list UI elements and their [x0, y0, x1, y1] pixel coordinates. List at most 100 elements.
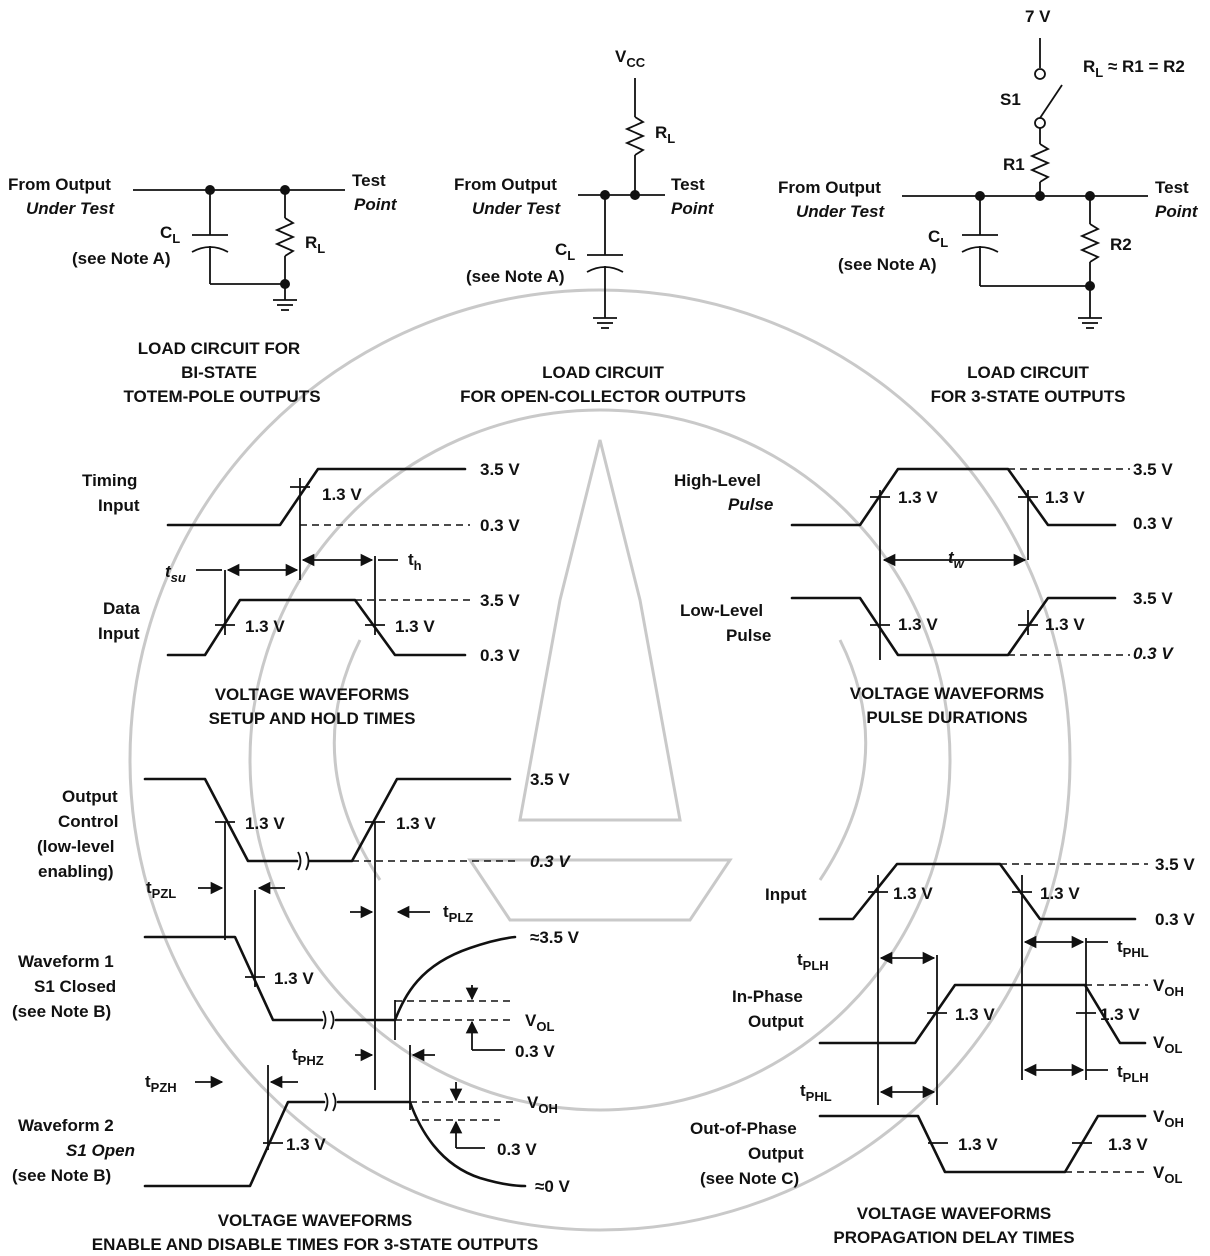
- load-circuit-totem-pole: From Output Under Test Test Point CL (se…: [8, 171, 398, 406]
- voh-label: VOH: [1153, 976, 1184, 999]
- pulse-duration-waveforms: High-Level Pulse Low-Level Pulse 3.5 V 0…: [674, 460, 1174, 727]
- v0-approx-label: ≈0 V: [535, 1177, 571, 1196]
- rl-label: RL: [305, 233, 325, 256]
- v13-label: 1.3 V: [898, 488, 938, 507]
- propagation-delay-waveforms: Input In-Phase Output Out-of-Phase Outpu…: [690, 855, 1195, 1247]
- v03-label: 0.3 V: [530, 852, 571, 871]
- v03-label: 0.3 V: [515, 1042, 555, 1061]
- data-input-label-2: Input: [98, 624, 140, 643]
- low-level-label: Low-Level: [680, 601, 763, 620]
- watermark-seal: [128, 288, 1072, 1232]
- title-line-1: VOLTAGE WAVEFORMS: [215, 685, 410, 704]
- low-pulse-label: Pulse: [726, 626, 771, 645]
- out-of-phase-label-3: (see Note C): [700, 1169, 799, 1188]
- title-line-1: VOLTAGE WAVEFORMS: [850, 684, 1045, 703]
- timing-input-label-1: Timing: [82, 471, 137, 490]
- v13-label: 1.3 V: [245, 814, 285, 833]
- see-note-a: (see Note A): [466, 267, 565, 286]
- title-line-1: LOAD CIRCUIT: [967, 363, 1089, 382]
- point-label: Point: [354, 195, 398, 214]
- v03-label: 0.3 V: [480, 516, 520, 535]
- v35-label: 3.5 V: [1133, 460, 1173, 479]
- timing-input-label-2: Input: [98, 496, 140, 515]
- waveform1-label-2: S1 Closed: [34, 977, 116, 996]
- tsu-label: tsu: [165, 562, 186, 585]
- tphz-label: tPHZ: [292, 1045, 324, 1068]
- vol-label: VOL: [1153, 1163, 1182, 1186]
- v03-label: 0.3 V: [1133, 514, 1173, 533]
- v35-label: 3.5 V: [530, 770, 570, 789]
- point-label: Point: [671, 199, 715, 218]
- under-test-label: Under Test: [796, 202, 886, 221]
- tw-label: tw: [948, 548, 965, 571]
- tplh-label: tPLH: [797, 950, 829, 973]
- title-line-2: PULSE DURATIONS: [866, 708, 1027, 727]
- input-label: Input: [765, 885, 807, 904]
- in-phase-label-1: In-Phase: [732, 987, 803, 1006]
- load-circuit-3-state: 7 V RL ≈ R1 = R2 S1 R1 R2 From Output Un…: [778, 7, 1199, 406]
- see-note-a: (see Note A): [838, 255, 937, 274]
- v13-label: 1.3 V: [1100, 1005, 1140, 1024]
- v03-label: 0.3 V: [480, 646, 520, 665]
- waveform2-label-1: Waveform 2: [18, 1116, 114, 1135]
- v13-label: 1.3 V: [898, 615, 938, 634]
- rl-label: RL: [655, 123, 675, 146]
- title-line-2: FOR OPEN-COLLECTOR OUTPUTS: [460, 387, 746, 406]
- tpzh-label: tPZH: [145, 1072, 177, 1095]
- v13-label: 1.3 V: [1108, 1135, 1148, 1154]
- waveform2-label-3: (see Note B): [12, 1166, 111, 1185]
- title-line-1: VOLTAGE WAVEFORMS: [857, 1204, 1052, 1223]
- high-level-label: High-Level: [674, 471, 761, 490]
- test-label: Test: [352, 171, 386, 190]
- v13-label: 1.3 V: [893, 884, 933, 903]
- test-label: Test: [1155, 178, 1189, 197]
- v35-label: 3.5 V: [1133, 589, 1173, 608]
- from-output-label: From Output: [8, 175, 111, 194]
- output-control-label-2: Control: [58, 812, 118, 831]
- r1-label: R1: [1003, 155, 1025, 174]
- load-circuit-open-collector: VCC RL From Output Under Test Test Point…: [454, 47, 746, 406]
- waveform1-label-1: Waveform 1: [18, 952, 114, 971]
- v13-label: 1.3 V: [274, 969, 314, 988]
- title-line-2: SETUP AND HOLD TIMES: [209, 709, 416, 728]
- tphl-label: tPHL: [1117, 937, 1149, 960]
- v13-label: 1.3 V: [395, 617, 435, 636]
- data-input-label-1: Data: [103, 599, 140, 618]
- out-of-phase-label-2: Output: [748, 1144, 804, 1163]
- v03-label: 0.3 V: [1155, 910, 1195, 929]
- cl-label: CL: [555, 240, 575, 263]
- rl-equation-label: RL ≈ R1 = R2: [1083, 57, 1185, 80]
- supply-label: 7 V: [1025, 7, 1051, 26]
- s1-label: S1: [1000, 90, 1021, 109]
- tphl-label: tPHL: [800, 1081, 832, 1104]
- out-of-phase-label-1: Out-of-Phase: [690, 1119, 797, 1138]
- v13-label: 1.3 V: [245, 617, 285, 636]
- v03-label: 0.3 V: [497, 1140, 537, 1159]
- v13-label: 1.3 V: [958, 1135, 998, 1154]
- v13-label: 1.3 V: [1045, 488, 1085, 507]
- title-line-1: LOAD CIRCUIT FOR: [138, 339, 300, 358]
- output-control-label-1: Output: [62, 787, 118, 806]
- point-label: Point: [1155, 202, 1199, 221]
- v13-label: 1.3 V: [1045, 615, 1085, 634]
- under-test-label: Under Test: [472, 199, 562, 218]
- title-line-2: PROPAGATION DELAY TIMES: [833, 1228, 1074, 1247]
- see-note-a: (see Note A): [72, 249, 171, 268]
- test-label: Test: [671, 175, 705, 194]
- from-output-label: From Output: [454, 175, 557, 194]
- cl-label: CL: [928, 227, 948, 250]
- th-label: th: [408, 550, 422, 573]
- tplz-label: tPLZ: [443, 902, 473, 925]
- vcc-label: VCC: [615, 47, 646, 70]
- title-line-2: BI-STATE: [181, 363, 257, 382]
- r2-label: R2: [1110, 235, 1132, 254]
- v35-approx-label: ≈3.5 V: [530, 928, 580, 947]
- v13-label: 1.3 V: [396, 814, 436, 833]
- title-line-2: ENABLE AND DISABLE TIMES FOR 3-STATE OUT…: [92, 1235, 538, 1254]
- v35-label: 3.5 V: [480, 591, 520, 610]
- vol-label: VOL: [1153, 1033, 1182, 1056]
- v13-label: 1.3 V: [286, 1135, 326, 1154]
- title-line-2: FOR 3-STATE OUTPUTS: [931, 387, 1126, 406]
- tpzl-label: tPZL: [146, 878, 176, 901]
